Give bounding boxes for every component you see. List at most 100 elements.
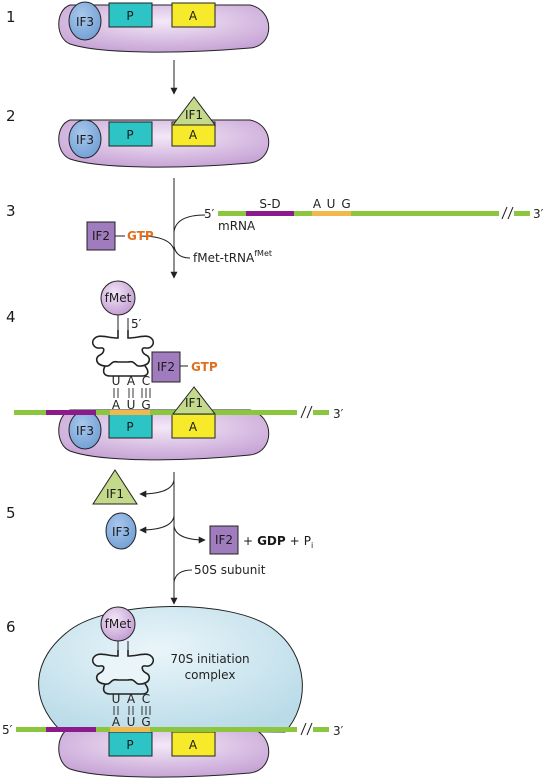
sd-label: S-D xyxy=(259,197,280,211)
codon-g: G xyxy=(141,715,150,729)
if2-label: IF2 xyxy=(157,360,175,374)
shine-dalgarno-segment xyxy=(46,727,96,732)
if2-factor xyxy=(209,525,239,555)
a-site-label: A xyxy=(189,738,198,752)
a-site-label: A xyxy=(189,128,198,142)
complex-label-line-2: complex xyxy=(185,668,236,682)
break-mark xyxy=(306,722,313,736)
trna-join-curve xyxy=(173,245,191,259)
break-mark xyxy=(306,405,313,419)
anticodon-c: C xyxy=(142,692,150,706)
step-2: 2 IF3 P A IF1 xyxy=(6,96,270,168)
trna-cloverleaf xyxy=(92,650,154,685)
complex-label-line-1: 70S initiation xyxy=(170,652,249,666)
mrna-segment xyxy=(150,410,297,415)
p-site xyxy=(108,121,153,147)
subunit-join-curve xyxy=(173,569,193,583)
step-6: 6 P A 5′ 3′ fMet U A C A xyxy=(2,606,344,778)
step-5: 5 IF1 IF3 IF2 +GDP+Pi 50S subunit xyxy=(6,469,313,605)
step-4: 4 IF3 P A 3′ IF1 fMet 5′ U A C xyxy=(6,280,344,461)
if3-factor xyxy=(105,512,137,550)
trna-five-prime-label: 5′ xyxy=(131,317,142,331)
step-1: 1 IF3 P A xyxy=(6,1,270,53)
mrna-segment xyxy=(218,211,246,216)
mrna-segment xyxy=(96,727,110,732)
step-number-3: 3 xyxy=(6,202,16,220)
gtp-label: GTP xyxy=(191,360,218,374)
trna-anticodon-arm xyxy=(102,683,149,695)
codon-g: G xyxy=(141,398,150,412)
if3-label: IF3 xyxy=(76,15,94,29)
three-prime-label: 3′ xyxy=(533,207,544,221)
step-number-1: 1 xyxy=(6,8,16,26)
p-site-label: P xyxy=(126,420,133,434)
trna-cloverleaf xyxy=(92,330,154,367)
anticodon-u: U xyxy=(112,374,121,388)
if3-factor xyxy=(68,1,102,41)
if1-label: IF1 xyxy=(106,487,124,501)
if2-label: IF2 xyxy=(92,229,110,243)
codon-u: U xyxy=(127,398,136,412)
if1-release-arrow xyxy=(139,479,175,498)
p-site-label: P xyxy=(126,738,133,752)
large-subunit xyxy=(38,606,303,733)
mrna-join-curve xyxy=(173,214,206,233)
a-site-label: A xyxy=(189,9,198,23)
mrna-segment xyxy=(14,410,46,415)
subunit-label: 50S subunit xyxy=(194,563,266,577)
p-site xyxy=(108,413,153,439)
release-products: +GDP+Pi xyxy=(243,534,313,550)
if2-factor xyxy=(86,221,116,251)
if3-factor xyxy=(68,119,102,159)
a-site xyxy=(171,731,216,757)
fmet-label: fMet xyxy=(105,617,132,631)
mrna-label: mRNA xyxy=(218,219,256,233)
three-prime-label: 3′ xyxy=(333,407,344,421)
shine-dalgarno-segment xyxy=(246,211,294,216)
aug-segment xyxy=(312,211,351,216)
if2-factor xyxy=(151,351,181,383)
step-number-5: 5 xyxy=(6,504,16,522)
mrna-segment xyxy=(514,211,530,216)
codon-g: G xyxy=(341,197,350,211)
if1-factor xyxy=(171,386,217,415)
small-subunit xyxy=(58,727,270,778)
mrna-segment xyxy=(150,727,297,732)
break-mark xyxy=(501,206,508,220)
mrna-segment xyxy=(96,410,110,415)
a-site xyxy=(171,413,216,439)
mrna-segment xyxy=(351,211,499,216)
anticodon-c: C xyxy=(142,374,150,388)
five-prime-label: 5′ xyxy=(2,723,13,737)
codon-a: A xyxy=(112,715,121,729)
five-prime-label: 5′ xyxy=(204,207,215,221)
if3-label: IF3 xyxy=(76,424,94,438)
if1-factor xyxy=(92,469,138,505)
step-number-4: 4 xyxy=(6,308,16,326)
break-mark xyxy=(507,206,514,220)
p-site-label: P xyxy=(126,9,133,23)
mrna-segment xyxy=(16,727,46,732)
step-number-2: 2 xyxy=(6,107,16,125)
mrna-segment xyxy=(313,410,329,415)
if2-join-curve xyxy=(139,235,175,251)
step-3: 3 5′ 3′ S-D A U G mRNA IF2 GTP fMet-tRNA… xyxy=(6,178,544,279)
if3-release-arrow xyxy=(139,515,175,534)
aug-segment xyxy=(110,410,150,415)
anticodon-a: A xyxy=(127,692,136,706)
p-site xyxy=(108,731,153,757)
p-site-label: P xyxy=(126,128,133,142)
base-pair-lines xyxy=(113,706,151,715)
a-site-label: A xyxy=(189,420,198,434)
aug-segment xyxy=(110,727,150,732)
if3-label: IF3 xyxy=(112,525,130,539)
step-number-6: 6 xyxy=(6,618,16,636)
shine-dalgarno-segment xyxy=(46,410,96,415)
break-mark xyxy=(300,722,307,736)
gtp-label: GTP xyxy=(127,229,154,243)
fmet-trna-label: fMet-tRNAfMet xyxy=(193,249,272,265)
a-site xyxy=(171,2,216,28)
codon-u: U xyxy=(127,715,136,729)
if2-label: IF2 xyxy=(215,533,233,547)
